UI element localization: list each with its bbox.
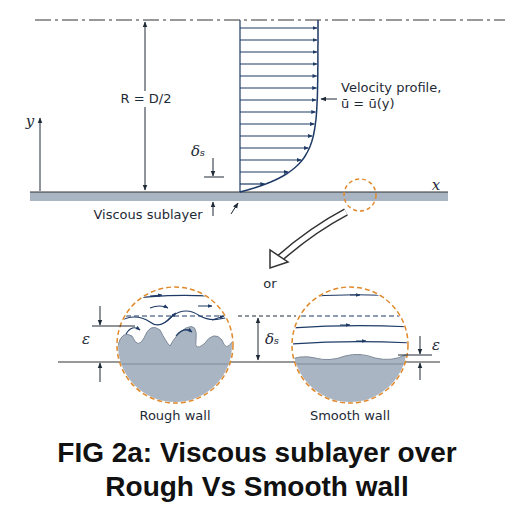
panel-label: Smooth wall xyxy=(310,408,390,424)
velocity-arrow xyxy=(240,51,317,52)
zoom-arrow xyxy=(270,212,346,268)
velocity-arrow xyxy=(240,171,288,172)
leader-line xyxy=(321,99,337,100)
roughness-dimension xyxy=(398,336,432,380)
roughness-dimension xyxy=(92,306,135,382)
axis-label: x xyxy=(432,176,440,194)
zoom-marker xyxy=(344,179,376,211)
velocity-arrow xyxy=(240,111,316,112)
velocity-arrow xyxy=(240,147,308,148)
sublayer-dimension xyxy=(238,316,296,360)
velocity-arrow xyxy=(240,39,317,40)
region-label: Viscous sublayer xyxy=(93,207,202,223)
velocity-arrow xyxy=(240,99,316,100)
center-line xyxy=(35,20,505,21)
sublayer-dimension xyxy=(213,158,214,176)
connector-word: or xyxy=(263,276,276,292)
velocity-arrow xyxy=(240,159,301,160)
profile-curve xyxy=(240,20,318,192)
velocity-arrow xyxy=(240,183,265,184)
figure-caption: FIG 2a: Viscous sublayer over Rough Vs S… xyxy=(40,436,474,504)
leader-line xyxy=(231,203,238,214)
dimension-label: ε xyxy=(82,330,90,348)
axis-label: y xyxy=(26,112,34,130)
velocity-arrow xyxy=(240,63,317,64)
pipe-wall xyxy=(30,192,448,201)
dimension-label: R = D/2 xyxy=(119,91,174,107)
velocity-profile xyxy=(240,20,318,192)
dimension-label: δₛ xyxy=(265,330,279,348)
velocity-arrow xyxy=(240,135,312,136)
velocity-arrow xyxy=(240,75,317,76)
panel-label: Rough wall xyxy=(139,408,210,424)
velocity-arrow xyxy=(240,87,317,88)
profile-label: Velocity profile, ū = ū(y) xyxy=(341,80,453,111)
smooth-wall-detail xyxy=(285,295,415,412)
velocity-arrow xyxy=(240,27,317,28)
y-axis xyxy=(40,118,41,191)
velocity-arrow xyxy=(240,123,314,124)
dimension-label: ε xyxy=(432,336,440,354)
dimension-label: δₛ xyxy=(189,142,207,160)
